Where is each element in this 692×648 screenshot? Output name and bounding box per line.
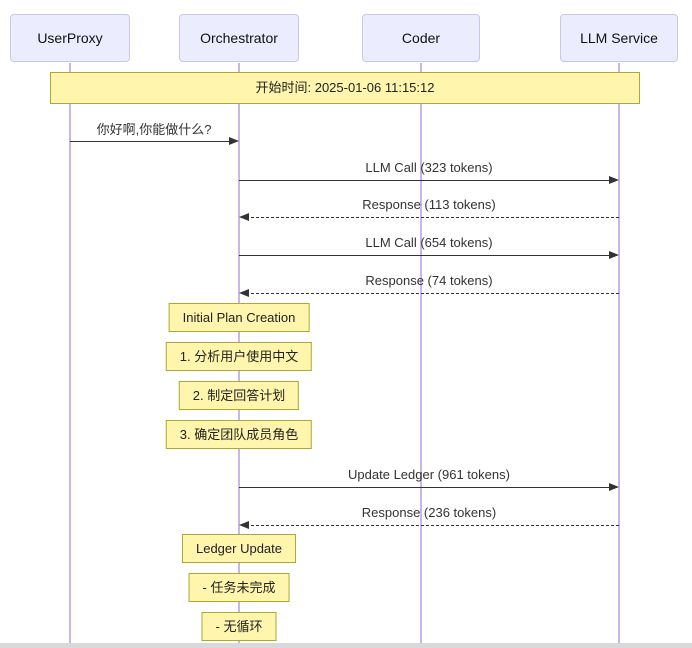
arrowhead-icon — [229, 137, 239, 145]
message-line — [241, 525, 619, 526]
message-label: Response (74 tokens) — [365, 273, 493, 288]
message-label: Response (236 tokens) — [361, 505, 497, 520]
message-line — [239, 180, 617, 181]
start-time-note: 开始时间: 2025-01-06 11:15:12 — [50, 72, 640, 104]
horizontal-scrollbar[interactable] — [0, 643, 692, 648]
participant-llm-service: LLM Service — [560, 14, 678, 62]
lifeline-llm-service — [618, 63, 620, 648]
message-line — [241, 217, 619, 218]
message-label: Response (113 tokens) — [362, 197, 496, 212]
lifeline-coder — [420, 63, 422, 648]
note-initial-plan-creation: Initial Plan Creation — [168, 303, 310, 332]
arrowhead-icon — [609, 176, 619, 184]
message-label: LLM Call (323 tokens) — [365, 160, 493, 175]
message-line — [241, 293, 619, 294]
note-ledger-item-1: - 任务未完成 — [188, 573, 290, 602]
message-line — [239, 487, 617, 488]
participant-orchestrator: Orchestrator — [179, 14, 299, 62]
message-label: Update Ledger (961 tokens) — [348, 467, 510, 482]
arrowhead-icon — [239, 521, 249, 529]
message-line — [239, 255, 617, 256]
lifeline-userproxy — [69, 63, 71, 648]
note-ledger-update: Ledger Update — [181, 534, 297, 563]
message-label: 你好啊,你能做什么? — [96, 122, 212, 137]
participant-userproxy: UserProxy — [10, 14, 130, 62]
arrowhead-icon — [239, 289, 249, 297]
message-line — [70, 141, 236, 142]
note-plan-step-2: 2. 制定回答计划 — [178, 381, 300, 410]
message-label: LLM Call (654 tokens) — [365, 235, 493, 250]
note-plan-step-1: 1. 分析用户使用中文 — [165, 342, 313, 371]
note-plan-step-3: 3. 确定团队成员角色 — [165, 420, 313, 449]
participant-coder: Coder — [362, 14, 480, 62]
arrowhead-icon — [609, 483, 619, 491]
arrowhead-icon — [609, 251, 619, 259]
note-ledger-item-2: - 无循环 — [201, 612, 277, 641]
arrowhead-icon — [239, 213, 249, 221]
